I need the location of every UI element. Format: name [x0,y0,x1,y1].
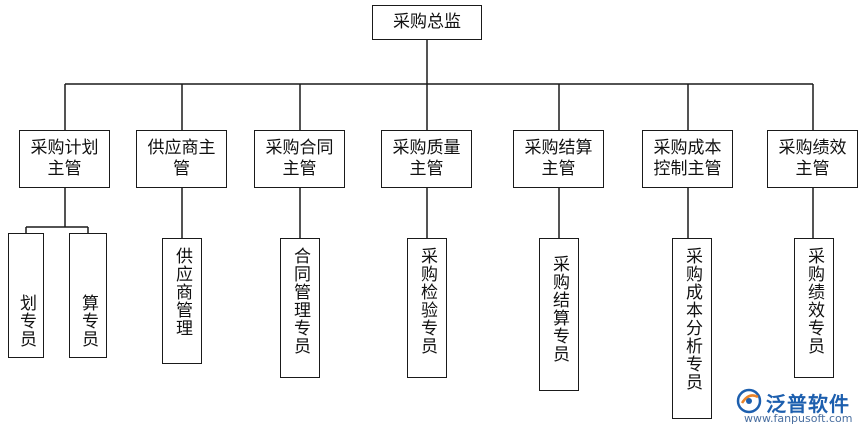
manager-label: 供应商主管 [147,138,216,179]
manager-box-quality: 采购质量主管 [381,130,472,188]
specialist-box: 划专员 [8,233,44,358]
specialist-box: 采购成本分析专员 [672,238,712,419]
manager-box-settlement: 采购结算主管 [513,130,604,188]
manager-box-performance: 采购绩效主管 [767,130,858,188]
fanpu-logo-icon [736,388,762,414]
manager-label: 采购合同主管 [265,138,334,179]
specialist-label: 采购绩效专员 [804,247,824,355]
specialist-box: 算专员 [69,233,107,358]
specialist-label: 合同管理专员 [290,247,310,355]
specialist-label: 供应商管理 [172,247,192,337]
specialist-label: 采购检验专员 [417,247,437,355]
specialist-box: 采购检验专员 [407,238,447,378]
watermark-logo: 泛普软件 www.fanpusoft.com [736,388,860,428]
specialist-label: 算专员 [78,294,98,348]
manager-box-plan: 采购计划主管 [19,130,110,188]
specialist-label: 采购成本分析专员 [682,247,702,391]
manager-box-supplier: 供应商主管 [136,130,227,188]
specialist-label: 划专员 [16,294,36,348]
specialist-box: 采购结算专员 [539,238,579,391]
manager-label: 采购计划主管 [30,138,99,179]
specialist-box: 合同管理专员 [280,238,320,378]
specialist-box: 供应商管理 [162,238,202,364]
manager-box-cost-control: 采购成本控制主管 [642,130,733,188]
specialist-label: 采购结算专员 [549,255,569,363]
watermark-url: www.fanpusoft.com [744,412,853,425]
manager-box-contract: 采购合同主管 [254,130,345,188]
manager-label: 采购成本控制主管 [653,138,722,179]
specialist-box: 采购绩效专员 [794,238,834,378]
manager-label: 采购结算主管 [524,138,593,179]
manager-label: 采购质量主管 [392,138,461,179]
director-label: 采购总监 [393,12,461,32]
watermark-name: 泛普软件 [766,392,850,416]
director-box: 采购总监 [372,5,482,40]
manager-label: 采购绩效主管 [778,138,847,179]
